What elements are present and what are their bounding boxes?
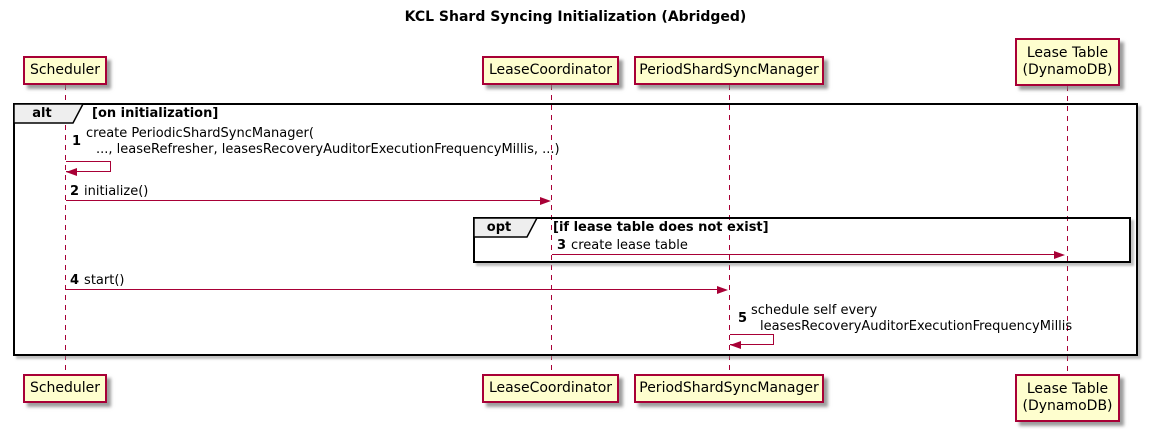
- alt-operator-text: alt: [32, 106, 52, 121]
- message-3-arrow: [552, 254, 1054, 255]
- message-5-self-arrow: [730, 334, 774, 345]
- lifeline-periodshardsyncmanager: [729, 85, 730, 374]
- message-3-label: 3 create lease table: [557, 238, 688, 253]
- message-4-number: 4: [70, 273, 80, 288]
- message-5-number: 5: [738, 311, 748, 326]
- participant-periodshardsyncmanager-bottom: PeriodShardSyncManager: [634, 374, 824, 403]
- alt-guard-text: [on initialization]: [92, 106, 219, 121]
- message-3-text: create lease table: [571, 238, 688, 253]
- message-3-arrowhead: [1054, 251, 1065, 259]
- participant-scheduler-bottom: Scheduler: [23, 374, 107, 403]
- participant-scheduler-top: Scheduler: [23, 56, 107, 85]
- opt-operator-text: opt: [486, 220, 512, 235]
- alt-frame: [13, 103, 1138, 356]
- participant-label: LeaseCoordinator: [488, 62, 613, 78]
- participant-leasetable-bottom: Lease Table (DynamoDB): [1015, 374, 1120, 422]
- message-1-line1: create PeriodicShardSyncManager(: [86, 126, 314, 141]
- opt-frame: [473, 217, 1131, 263]
- participant-leasecoordinator-bottom: LeaseCoordinator: [482, 374, 619, 403]
- lifeline-scheduler: [65, 85, 66, 374]
- participant-label-line2: (DynamoDB): [1022, 398, 1113, 414]
- participant-label-line1: Lease Table: [1026, 45, 1109, 61]
- lifeline-leasecoordinator: [551, 85, 552, 374]
- alt-operator-label: alt: [13, 103, 85, 124]
- message-4-label: 4 start(): [70, 273, 124, 288]
- message-2-text: initialize(): [84, 184, 149, 199]
- participant-label: PeriodShardSyncManager: [639, 62, 819, 78]
- participant-label: Scheduler: [29, 380, 101, 396]
- message-2-arrowhead: [540, 197, 551, 205]
- participant-label: PeriodShardSyncManager: [639, 380, 819, 396]
- opt-pentagon-shape: [473, 217, 539, 238]
- diagram-title: KCL Shard Syncing Initialization (Abridg…: [404, 9, 747, 25]
- opt-operator-label: opt: [473, 217, 539, 238]
- participant-label: LeaseCoordinator: [488, 380, 613, 396]
- alt-pentagon-shape: [13, 103, 85, 124]
- participant-leasetable-top: Lease Table (DynamoDB): [1015, 38, 1120, 86]
- message-3-number: 3: [557, 238, 567, 253]
- message-1-line2: ..., leaseRefresher, leasesRecoveryAudit…: [96, 142, 560, 157]
- message-4-arrowhead: [717, 286, 728, 294]
- message-2-number: 2: [70, 184, 80, 199]
- participant-label: Scheduler: [29, 62, 101, 78]
- participant-label-line2: (DynamoDB): [1022, 62, 1113, 78]
- message-5-line1: schedule self every: [751, 303, 878, 318]
- message-1-self-arrow: [66, 161, 111, 172]
- message-1-number: 1: [72, 134, 82, 149]
- message-4-text: start(): [84, 273, 125, 288]
- message-5-line2: leasesRecoveryAuditorExecutionFrequencyM…: [760, 319, 1073, 334]
- message-2-arrow: [66, 200, 541, 201]
- message-5-arrowhead: [730, 341, 741, 349]
- message-1-arrowhead: [66, 168, 77, 176]
- opt-guard-text: [if lease table does not exist]: [553, 220, 769, 235]
- participant-label-line1: Lease Table: [1026, 381, 1109, 397]
- participant-leasecoordinator-top: LeaseCoordinator: [482, 56, 619, 85]
- participant-periodshardsyncmanager-top: PeriodShardSyncManager: [634, 56, 824, 85]
- lifeline-leasetable: [1067, 86, 1068, 374]
- message-4-arrow: [66, 289, 717, 290]
- message-2-label: 2 initialize(): [70, 184, 148, 199]
